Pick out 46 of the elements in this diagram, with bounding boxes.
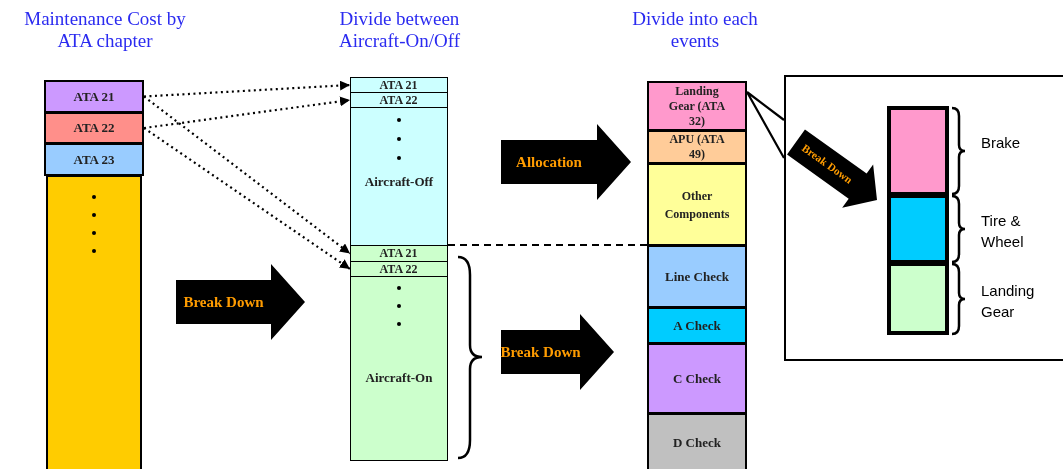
node-label: ATA 22 (379, 92, 418, 107)
dotted-arrow (143, 127, 351, 270)
process-box (647, 413, 747, 469)
bar-segment (46, 175, 142, 469)
process-box (647, 130, 747, 164)
node-label: Other Components (663, 187, 731, 223)
column-heading: Divide into each events (631, 8, 759, 52)
process-box (44, 80, 144, 113)
column-heading: Divide between Aircraft-On/Off (338, 8, 461, 52)
block-arrow (501, 124, 631, 200)
dotted-arrow (143, 80, 351, 98)
node-label: C Check (673, 370, 721, 387)
process-box (647, 163, 747, 246)
node-label: ATA 22 (379, 261, 418, 276)
edge-label: Break Down (183, 294, 264, 310)
node-label: ATA 21 (379, 77, 418, 92)
process-box (350, 245, 448, 461)
node-label: Aircraft-Off (363, 174, 435, 190)
node-label: APU (ATA 49) (668, 132, 726, 162)
edge-label: Allocation (516, 154, 582, 170)
detail-panel (784, 75, 1063, 361)
process-box (647, 81, 747, 131)
process-box (647, 343, 747, 414)
component-label: Brake (981, 133, 1022, 153)
process-box (647, 245, 747, 308)
node-label: ATA 21 (379, 246, 418, 260)
process-box (647, 307, 747, 344)
node-label: Line Check (665, 268, 729, 285)
node-label: D Check (673, 435, 721, 451)
dotted-arrow (143, 96, 351, 130)
block-arrow (176, 264, 305, 340)
process-box (44, 112, 144, 144)
dotted-arrow (143, 95, 351, 255)
node-label: A Check (673, 317, 721, 334)
edge-label: Break Down (500, 344, 581, 360)
node-label: ATA 21 (73, 88, 115, 105)
node-label: ATA 22 (73, 120, 115, 136)
component-label: Tire & Wheel (981, 211, 1025, 252)
process-box (350, 77, 448, 246)
process-box (44, 143, 144, 176)
node-label: Aircraft-On (364, 370, 434, 386)
component-label: Landing Gear (981, 281, 1036, 322)
column-heading: Maintenance Cost by ATA chapter (23, 8, 187, 52)
node-label: Landing Gear (ATA 32) (667, 83, 727, 129)
node-label: ATA 23 (73, 151, 115, 168)
block-arrow (501, 314, 614, 390)
